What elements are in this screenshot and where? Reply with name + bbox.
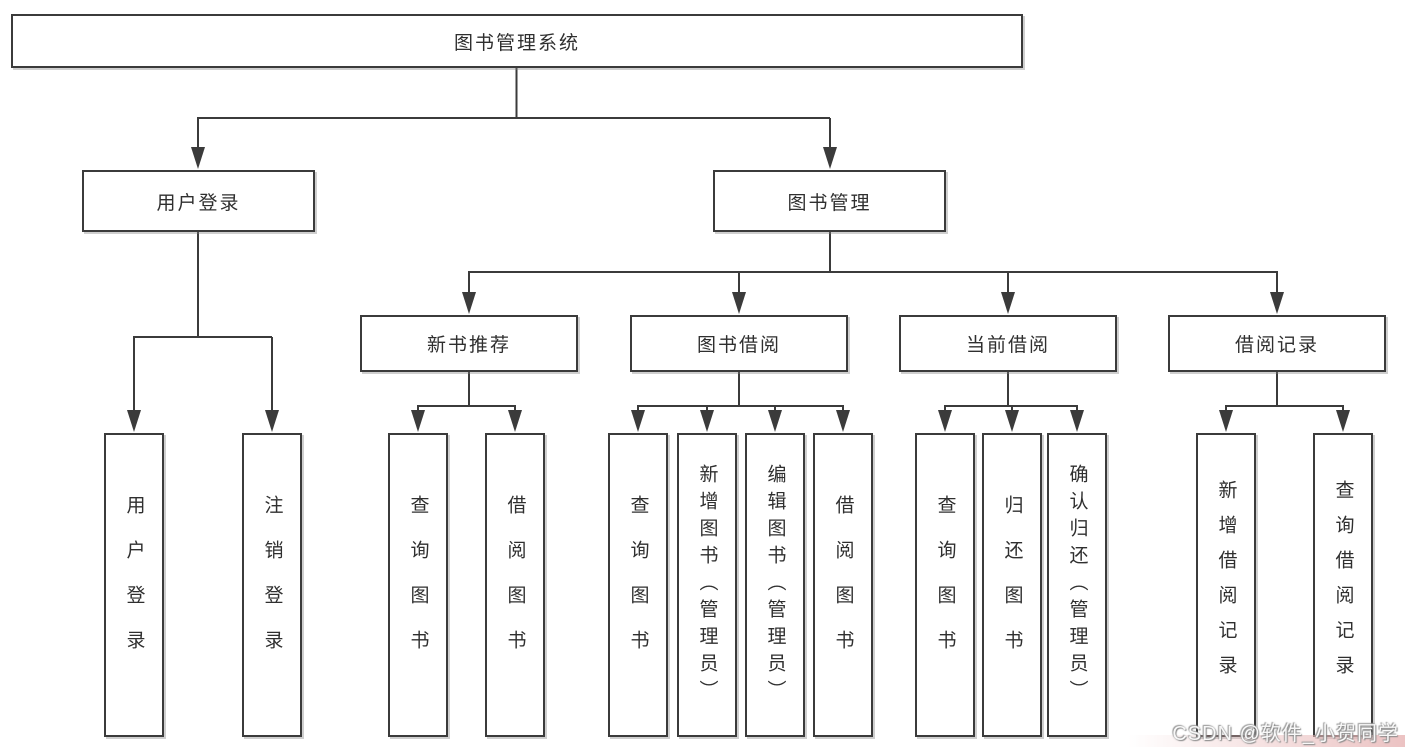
leaf-user-login-label: 用户登录 <box>123 495 145 675</box>
leaf-query-book-borrow-label: 查询图书 <box>627 495 649 675</box>
leaf-confirm-return-admin: 确认归还（管理员） <box>1047 433 1107 737</box>
node-root-system: 图书管理系统 <box>11 14 1023 68</box>
node-current-borrow: 当前借阅 <box>899 315 1117 372</box>
leaf-edit-book-admin: 编辑图书（管理员） <box>745 433 805 737</box>
leaf-return-book-label: 归还图书 <box>1001 495 1023 675</box>
leaf-query-book-recommend-label: 查询图书 <box>407 495 429 675</box>
leaf-add-book-admin-label: 新增图书（管理员） <box>696 463 718 707</box>
leaf-logout-label: 注销登录 <box>261 495 283 675</box>
leaf-borrow-book: 借阅图书 <box>813 433 873 737</box>
leaf-add-book-admin: 新增图书（管理员） <box>677 433 737 737</box>
leaf-return-book: 归还图书 <box>982 433 1042 737</box>
leaf-query-book-current: 查询图书 <box>915 433 975 737</box>
node-borrow-records: 借阅记录 <box>1168 315 1386 372</box>
leaf-confirm-return-admin-label: 确认归还（管理员） <box>1066 463 1088 707</box>
leaf-query-borrow-record-label: 查询借阅记录 <box>1332 480 1354 690</box>
node-book-borrow: 图书借阅 <box>630 315 848 372</box>
leaf-borrow-book-recommend: 借阅图书 <box>485 433 545 737</box>
node-user-login: 用户登录 <box>82 170 315 232</box>
leaf-add-borrow-record-label: 新增借阅记录 <box>1215 480 1237 690</box>
leaf-query-book-borrow: 查询图书 <box>608 433 668 737</box>
leaf-logout: 注销登录 <box>242 433 302 737</box>
node-new-book-recommend: 新书推荐 <box>360 315 578 372</box>
leaf-query-book-current-label: 查询图书 <box>934 495 956 675</box>
watermark-background-bar <box>1128 735 1405 747</box>
leaf-edit-book-admin-label: 编辑图书（管理员） <box>764 463 786 707</box>
leaf-add-borrow-record: 新增借阅记录 <box>1196 433 1256 737</box>
leaf-query-borrow-record: 查询借阅记录 <box>1313 433 1373 737</box>
csdn-watermark: CSDN @软件_小贺同学 <box>1172 723 1399 745</box>
node-book-management: 图书管理 <box>713 170 946 232</box>
leaf-borrow-book-label: 借阅图书 <box>832 495 854 675</box>
leaf-borrow-book-recommend-label: 借阅图书 <box>504 495 526 675</box>
leaf-user-login: 用户登录 <box>104 433 164 737</box>
leaf-query-book-recommend: 查询图书 <box>388 433 448 737</box>
